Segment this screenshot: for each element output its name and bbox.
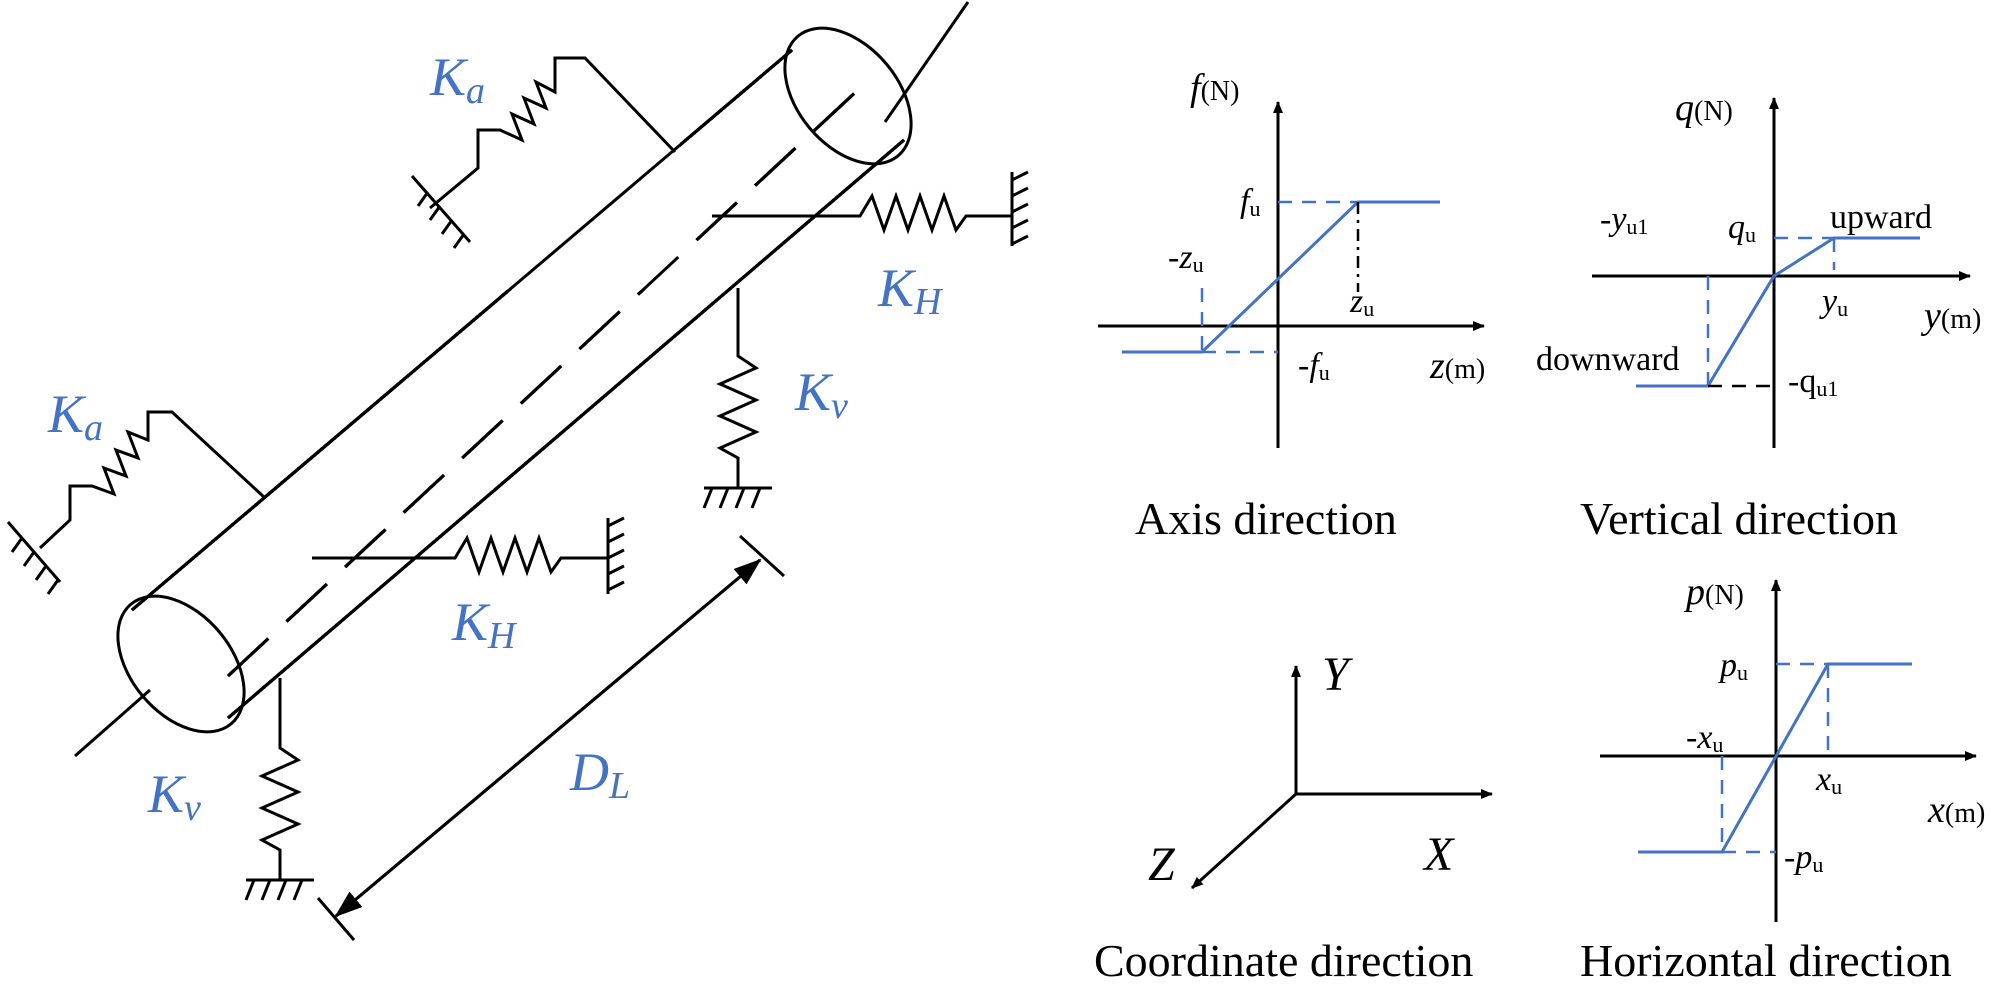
lower-kh-spring: [312, 516, 625, 594]
vertical-panel-curve: [1636, 236, 1920, 388]
axis-direction-panel: f(N) z(m) fu -fu zu -zu Axis direction: [1098, 67, 1485, 544]
kh-label-upper: KH: [877, 258, 944, 323]
upper-ka-spring: [429, 56, 677, 210]
vertical-panel-downward: downward: [1536, 341, 1680, 378]
horizontal-panel-y-label: p(N): [1683, 571, 1744, 613]
lower-ka-ground: [6, 521, 62, 595]
vertical-direction-panel: q(N) y(m) qu -qu1 yu -yu1 upward downwar…: [1536, 87, 1981, 544]
pipe-end-near: [116, 594, 246, 734]
axis-panel-caption: Axis direction: [1135, 493, 1397, 544]
horizontal-panel-x-label: x(m): [1927, 789, 1985, 831]
lower-kv-ground: [244, 878, 314, 901]
pipe-labels: Ka Ka KH KH Kv Kv DL: [47, 47, 944, 829]
upper-ka-ground: [410, 175, 472, 249]
vertical-panel-yu: yu: [1819, 283, 1848, 321]
vertical-panel-upward: upward: [1830, 199, 1932, 236]
coord-x-label: X: [1422, 828, 1455, 881]
axis-panel-neg-zu: -zu: [1168, 239, 1204, 277]
coord-z-axis: [1190, 792, 1298, 890]
horizontal-panel-neg-pu: -pu: [1784, 839, 1823, 877]
axis-panel-y-label: f(N): [1190, 67, 1239, 109]
horizontal-panel-caption: Horizontal direction: [1580, 935, 1952, 984]
horizontal-panel-pu: pu: [1718, 647, 1748, 685]
coord-z-label: Z: [1148, 838, 1176, 891]
axis-panel-fu: fu: [1240, 183, 1260, 221]
kh-label-lower: KH: [451, 592, 518, 657]
coordinate-direction-panel: Y X Z Coordinate direction: [1094, 648, 1493, 984]
upper-kh-ground: [1010, 170, 1029, 246]
upper-kh-spring: [712, 170, 1029, 246]
dl-label: DL: [569, 742, 630, 807]
vertical-panel-caption: Vertical direction: [1580, 493, 1898, 544]
horizontal-panel-curve: [1638, 662, 1912, 854]
vertical-panel-neg-qu1: -qu1: [1788, 363, 1838, 401]
axis-panel-curve: [1122, 200, 1440, 354]
axis-panel-neg-fu: -fu: [1298, 347, 1330, 385]
pipe-end-far: [783, 26, 913, 166]
horizontal-panel-neg-xu: -xu: [1686, 719, 1723, 757]
upper-kv-ground: [702, 486, 772, 509]
pipe-centerline-lower: [74, 688, 151, 758]
vertical-panel-x-label: y(m): [1920, 295, 1981, 337]
ka-label-lower: Ka: [47, 384, 103, 449]
axis-panel-x-label: z(m): [1429, 345, 1485, 387]
pipe-centerline-upper: [883, 1, 970, 123]
kv-label-upper: Kv: [794, 362, 848, 427]
ka-label-upper: Ka: [429, 47, 485, 112]
vertical-panel-y-label: q(N): [1675, 87, 1733, 129]
lower-kh-ground: [606, 516, 625, 594]
vertical-panel-qu: qu: [1728, 209, 1756, 247]
axis-panel-zu: zu: [1349, 283, 1374, 321]
coordinate-panel-caption: Coordinate direction: [1094, 935, 1473, 984]
length-dimension: [316, 534, 786, 941]
vertical-panel-neg-yu1: -yu1: [1600, 201, 1648, 239]
coord-y-label: Y: [1322, 648, 1353, 701]
horizontal-direction-panel: p(N) x(m) pu -pu xu -xu Horizontal direc…: [1580, 571, 1985, 984]
kv-label-lower: Kv: [147, 764, 201, 829]
lower-kv-spring: [244, 678, 314, 901]
lower-ka-spring: [6, 410, 267, 595]
upper-kv-spring: [702, 288, 772, 509]
horizontal-panel-xu: xu: [1815, 761, 1842, 799]
